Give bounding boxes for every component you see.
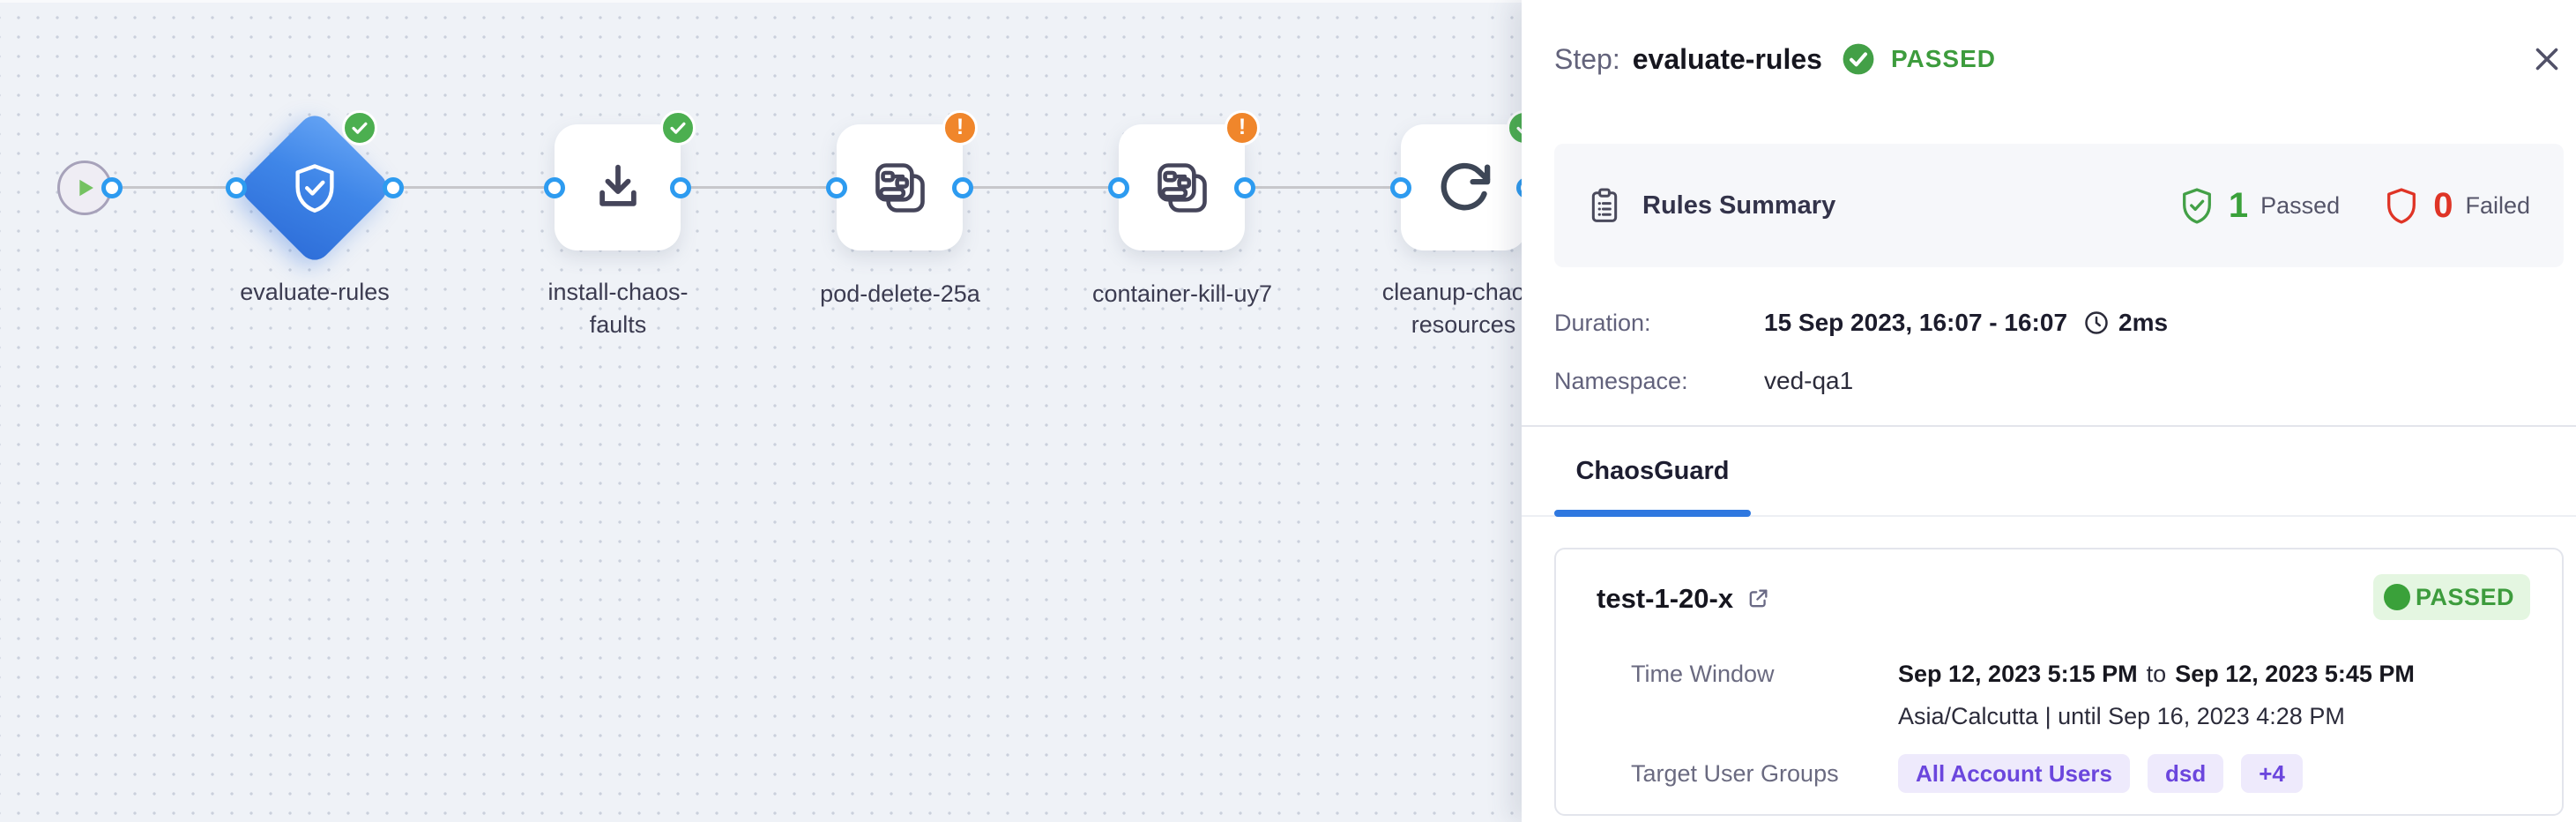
- duration-ms: 2ms: [2118, 309, 2169, 336]
- target-user-groups-label: Target User Groups: [1631, 759, 1839, 787]
- condition-status-badge: PASSED: [2372, 574, 2530, 620]
- node-label-line: install-chaos-: [547, 279, 689, 305]
- condition-status-text: PASSED: [2415, 583, 2514, 610]
- step-prefix: Step:: [1554, 42, 1620, 75]
- step-status-badge: PASSED: [1890, 45, 1997, 72]
- shield-outline-icon: [2387, 188, 2416, 224]
- download-icon: [599, 164, 637, 206]
- section-divider: [1522, 425, 2576, 427]
- port-handle[interactable]: [101, 177, 123, 198]
- time-window-row: Time Window Sep 12, 2023 5:15 PM to Sep …: [1631, 661, 2415, 688]
- chaos-fault-icon: [875, 162, 925, 213]
- node-label-install-chaos-faults: install-chaos- faults: [512, 276, 724, 341]
- retry-icon: [1441, 162, 1490, 210]
- namespace-value: ved-qa1: [1764, 367, 1854, 394]
- user-group-pill-more[interactable]: +4: [2241, 754, 2303, 793]
- node-install-chaos-faults[interactable]: [555, 124, 681, 250]
- node-label-line: faults: [589, 311, 647, 338]
- namespace-row: Namespace: ved-qa1: [1554, 363, 1853, 399]
- step-details-panel: Step: evaluate-rules PASSED Rules Summar…: [1522, 0, 2576, 822]
- port-handle[interactable]: [544, 177, 565, 198]
- node-label-line: cleanup-chaos-: [1381, 279, 1545, 305]
- target-user-groups-row: Target User Groups All Account Users dsd…: [1631, 754, 2303, 793]
- port-handle[interactable]: [1108, 177, 1129, 198]
- tab-baseline: [1522, 515, 2576, 517]
- chaos-fault-icon: [1157, 162, 1207, 213]
- check-circle-icon: [342, 110, 377, 146]
- user-group-pill: All Account Users: [1898, 754, 2130, 793]
- alert-circle-icon: !: [942, 110, 978, 146]
- shield-check-outline-icon: [2182, 188, 2211, 224]
- user-group-pills: All Account Users dsd +4: [1898, 754, 2303, 793]
- rules-summary-title: Rules Summary: [1642, 191, 1836, 220]
- condition-name: test-1-20-x: [1597, 583, 1734, 614]
- close-button[interactable]: [2527, 39, 2567, 79]
- port-handle[interactable]: [1234, 177, 1255, 198]
- play-icon: [79, 179, 93, 197]
- pipeline-edge: [81, 186, 1562, 189]
- rules-summary-stats: 1 Passed 0 Failed: [2178, 184, 2530, 227]
- passed-label: Passed: [2260, 191, 2341, 219]
- node-label-cleanup-chaos-resources: cleanup-chaos- resources: [1358, 276, 1569, 341]
- node-pod-delete-25a[interactable]: [837, 124, 963, 250]
- user-group-pill: dsd: [2147, 754, 2224, 793]
- namespace-label: Namespace:: [1554, 367, 1688, 394]
- duration-value: 15 Sep 2023, 16:07 - 16:07: [1764, 309, 2068, 336]
- status-dot: [2383, 584, 2410, 610]
- failed-label: Failed: [2465, 191, 2530, 219]
- step-name: evaluate-rules: [1632, 42, 1822, 75]
- timezone-row: Asia/Calcutta | until Sep 16, 2023 4:28 …: [1631, 703, 2345, 730]
- node-label-container-kill-uy7: container-kill-uy7: [1091, 280, 1273, 307]
- condition-title-row: test-1-20-x: [1597, 583, 1770, 615]
- port-handle[interactable]: [670, 177, 691, 198]
- time-window-value: Sep 12, 2023 5:15 PM to Sep 12, 2023 5:4…: [1898, 661, 2415, 688]
- duration-label: Duration:: [1554, 309, 1651, 336]
- node-cleanup-chaos-resources[interactable]: [1401, 124, 1527, 250]
- shield-check-icon: [287, 161, 342, 220]
- timezone-value: Asia/Calcutta | until Sep 16, 2023 4:28 …: [1898, 703, 2345, 729]
- clock-icon: [2085, 311, 2108, 334]
- port-handle[interactable]: [826, 177, 847, 198]
- time-to: Sep 12, 2023 5:45 PM: [2175, 661, 2415, 687]
- node-label-line: resources: [1411, 311, 1516, 338]
- time-join: to: [2146, 661, 2167, 687]
- rules-summary-card: Rules Summary 1 Passed 0 Failed: [1554, 144, 2564, 267]
- port-handle[interactable]: [952, 177, 973, 198]
- failed-count: 0: [2433, 185, 2453, 225]
- duration-elapsed: 2ms: [2083, 309, 2168, 337]
- close-icon: [2535, 48, 2558, 71]
- alert-circle-icon: !: [1225, 110, 1260, 146]
- check-circle-icon: [1843, 43, 1874, 75]
- port-handle[interactable]: [383, 177, 404, 198]
- duration-row: Duration: 15 Sep 2023, 16:07 - 16:07 2ms: [1554, 305, 2168, 340]
- port-handle[interactable]: [226, 177, 247, 198]
- time-from: Sep 12, 2023 5:15 PM: [1898, 661, 2138, 687]
- active-tab-underline: [1554, 510, 1751, 517]
- port-handle[interactable]: [1390, 177, 1411, 198]
- node-label-evaluate-rules: evaluate-rules: [240, 279, 390, 305]
- tab-chaosguard-label: ChaosGuard: [1575, 457, 1730, 485]
- panel-header: Step: evaluate-rules PASSED: [1554, 39, 1996, 79]
- clipboard-icon: [1591, 188, 1618, 222]
- chaosguard-condition-card: test-1-20-x PASSED Time Window Sep 12, 2…: [1554, 548, 2564, 816]
- node-container-kill-uy7[interactable]: [1119, 124, 1245, 250]
- rules-summary-left: Rules Summary: [1588, 187, 1835, 224]
- node-label-pod-delete-25a: pod-delete-25a: [820, 280, 980, 307]
- check-circle-icon: [660, 110, 696, 146]
- passed-count: 1: [2228, 185, 2249, 225]
- external-link-icon[interactable]: [1746, 587, 1770, 611]
- time-window-label: Time Window: [1631, 661, 1775, 687]
- tab-chaosguard[interactable]: ChaosGuard: [1554, 453, 1751, 519]
